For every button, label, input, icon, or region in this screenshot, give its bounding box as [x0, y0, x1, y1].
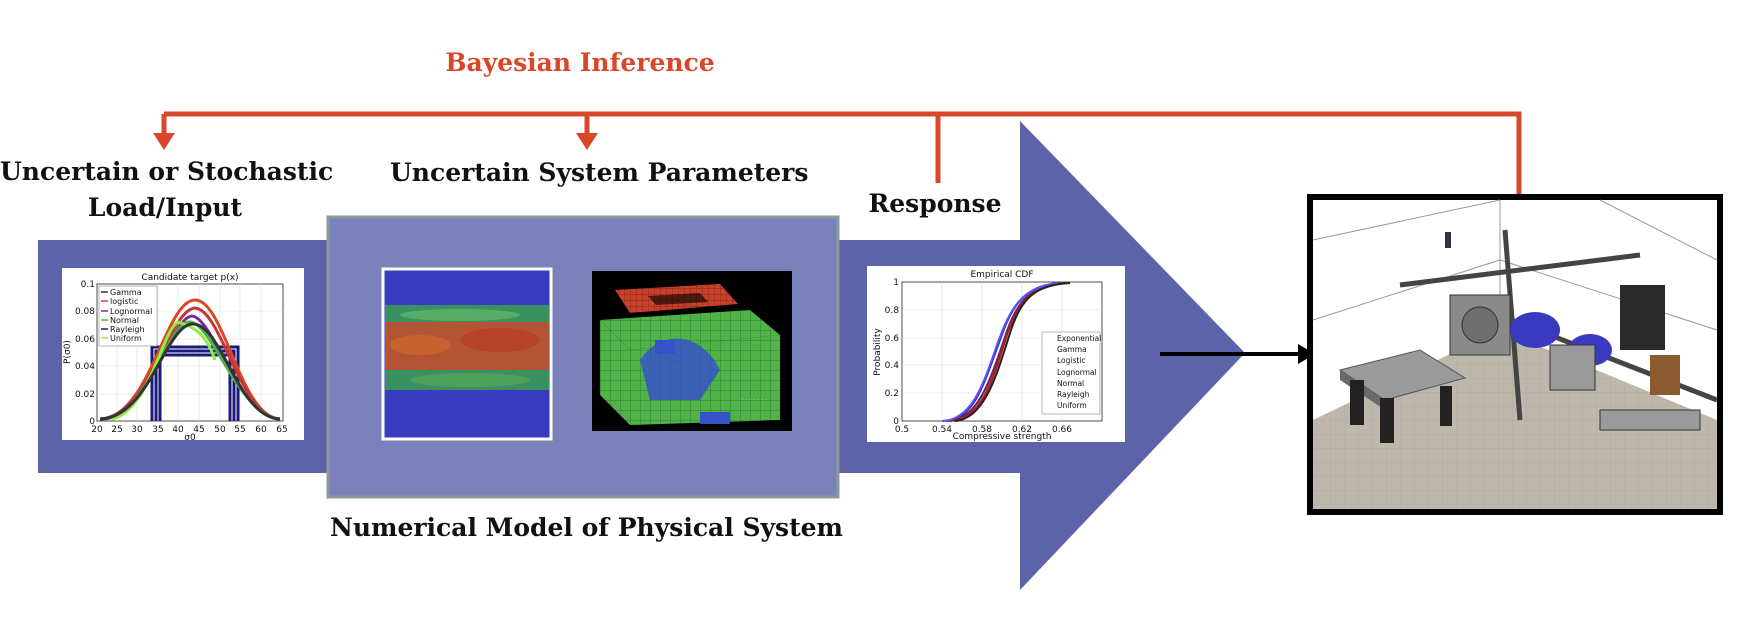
load-input-label-line1: Uncertain or Stochastic [0, 157, 334, 186]
load-legend-rayleigh: Rayleigh [110, 325, 145, 334]
numerical-model-label: Numerical Model of Physical System [330, 513, 844, 542]
bayesian-feedback-lines [161, 111, 1522, 198]
load-chart-title: Candidate target p(x) [141, 273, 238, 283]
empirical-cdf-chart: Exponential Gamma Logistic Lognormal Nor… [867, 266, 1125, 442]
load-xtick-35: 35 [152, 425, 163, 435]
load-legend-lognormal: Lognormal [110, 307, 152, 316]
cdf-legend-gamma: Gamma [1057, 345, 1087, 354]
load-xtick-45: 45 [193, 425, 204, 435]
cdf-chart-title: Empirical CDF [970, 270, 1033, 280]
feedback-arrowhead-load [153, 133, 175, 150]
load-xtick-25: 25 [111, 425, 122, 435]
cdf-legend-lognormal: Lognormal [1057, 368, 1097, 377]
cdf-xtick-054: 0.54 [932, 425, 952, 435]
load-xtick-55: 55 [234, 425, 245, 435]
cdf-xtick-05: 0.5 [895, 425, 909, 435]
bayesian-inference-label: Bayesian Inference [445, 48, 715, 77]
feedback-arrowhead-params [576, 133, 598, 150]
load-ytick-006: 0.06 [75, 335, 95, 345]
cdf-ytick-0: 0 [893, 417, 899, 427]
svg-text:· · · · · · ·: · · · · · · · [742, 397, 767, 404]
load-legend-gamma: Gamma [110, 288, 142, 297]
load-input-label: Uncertain or Stochastic Load/Input [0, 154, 334, 226]
load-xtick-40: 40 [172, 425, 184, 435]
cdf-ytick-08: 0.8 [885, 306, 900, 316]
cdf-legend-exponential: Exponential [1057, 334, 1101, 343]
load-xtick-30: 30 [131, 425, 143, 435]
cdf-chart-ylabel: Probability [873, 328, 883, 376]
load-chart-ylabel: P(σ0) [63, 340, 73, 364]
cdf-xtick-058: 0.58 [972, 425, 992, 435]
load-ytick-008: 0.08 [75, 307, 95, 317]
physical-system-image [1307, 194, 1723, 515]
cdf-legend-normal: Normal [1057, 379, 1084, 388]
cdf-ytick-04: 0.4 [885, 361, 900, 371]
response-label: Response [868, 189, 1002, 218]
load-input-chart: Gamma logistic Lognormal Normal Rayleigh… [62, 268, 304, 443]
cdf-legend-rayleigh: Rayleigh [1057, 390, 1090, 399]
finite-element-mesh-image: · · · · · · · [592, 271, 792, 431]
load-ytick-0: 0 [89, 417, 95, 427]
load-xtick-20: 20 [91, 425, 103, 435]
cdf-ytick-02: 0.2 [885, 389, 899, 399]
load-legend-normal: Normal [110, 316, 139, 325]
load-xtick-60: 60 [255, 425, 267, 435]
cdf-chart-xlabel: Compressive strength [953, 432, 1052, 442]
cdf-ytick-1: 1 [893, 278, 899, 288]
load-ytick-01: 0.1 [81, 280, 95, 290]
system-parameters-label: Uncertain System Parameters [390, 158, 809, 187]
load-ytick-002: 0.02 [75, 390, 95, 400]
load-xtick-65: 65 [276, 425, 287, 435]
parameter-field-image [381, 267, 553, 441]
cdf-xtick-066: 0.66 [1052, 425, 1072, 435]
load-legend-logistic: logistic [110, 297, 138, 306]
load-input-label-line2: Load/Input [87, 193, 243, 222]
load-xtick-50: 50 [214, 425, 226, 435]
cdf-legend-uniform: Uniform [1057, 401, 1087, 410]
load-chart-xlabel: σ0 [184, 433, 196, 443]
cdf-ytick-06: 0.6 [885, 334, 900, 344]
output-arrowhead [1298, 344, 1315, 364]
load-legend-uniform: Uniform [110, 334, 142, 343]
cdf-legend-logistic: Logistic [1057, 356, 1086, 365]
load-ytick-004: 0.04 [75, 362, 95, 372]
cdf-xtick-062: 0.62 [1012, 425, 1032, 435]
